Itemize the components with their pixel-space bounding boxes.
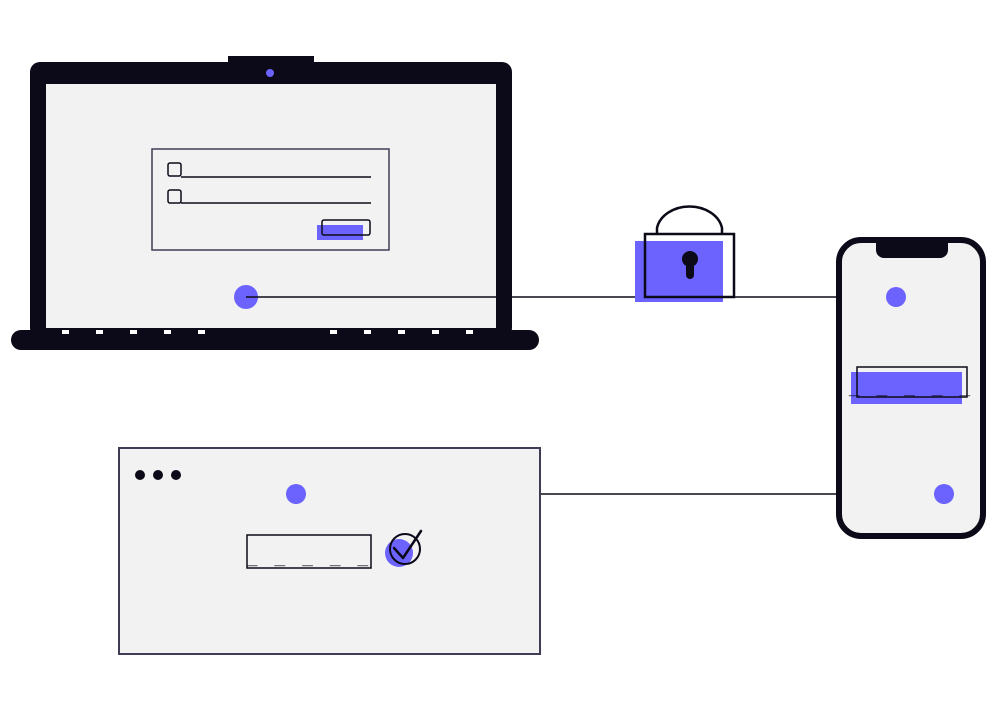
phone-code-frame <box>856 366 968 398</box>
padlock-body <box>643 232 736 299</box>
phone-connection-node-top <box>886 287 906 307</box>
laptop <box>11 56 539 350</box>
padlock-keyhole-slot <box>686 260 694 279</box>
browser-window: _ _ _ _ _ <box>118 447 541 655</box>
submit-button-highlight <box>317 225 363 240</box>
submit-button[interactable] <box>321 219 371 236</box>
three-dots-icon <box>135 470 181 480</box>
checkmark-ring <box>389 533 421 565</box>
padlock-keyhole <box>682 251 698 267</box>
padlock-shackle <box>655 205 724 235</box>
phone: _ _ _ _ _ <box>836 237 986 539</box>
phone-code-field[interactable]: _ _ _ _ _ <box>849 366 974 404</box>
phone-code-highlight <box>851 372 962 404</box>
laptop-keyboard-gaps <box>62 330 473 334</box>
browser-code-text: _ _ _ _ _ <box>247 546 372 567</box>
checkmark-tick <box>392 529 423 560</box>
login-form <box>151 148 390 251</box>
laptop-base <box>11 330 539 350</box>
checkmark-icon <box>385 529 423 567</box>
browser-connection-node <box>286 484 306 504</box>
phone-connection-node-bottom <box>934 484 954 504</box>
padlock-icon <box>635 205 736 302</box>
browser-code-field[interactable]: _ _ _ _ _ <box>246 534 372 569</box>
browser-code-frame <box>246 534 372 569</box>
phone-notch <box>876 241 948 258</box>
username-checkbox[interactable] <box>167 162 182 177</box>
password-checkbox[interactable] <box>167 189 182 204</box>
padlock-highlight <box>635 241 723 302</box>
laptop-webcam-dot <box>266 69 274 77</box>
laptop-webcam-housing <box>228 56 314 66</box>
phone-code-text: _ _ _ _ _ <box>849 376 974 397</box>
